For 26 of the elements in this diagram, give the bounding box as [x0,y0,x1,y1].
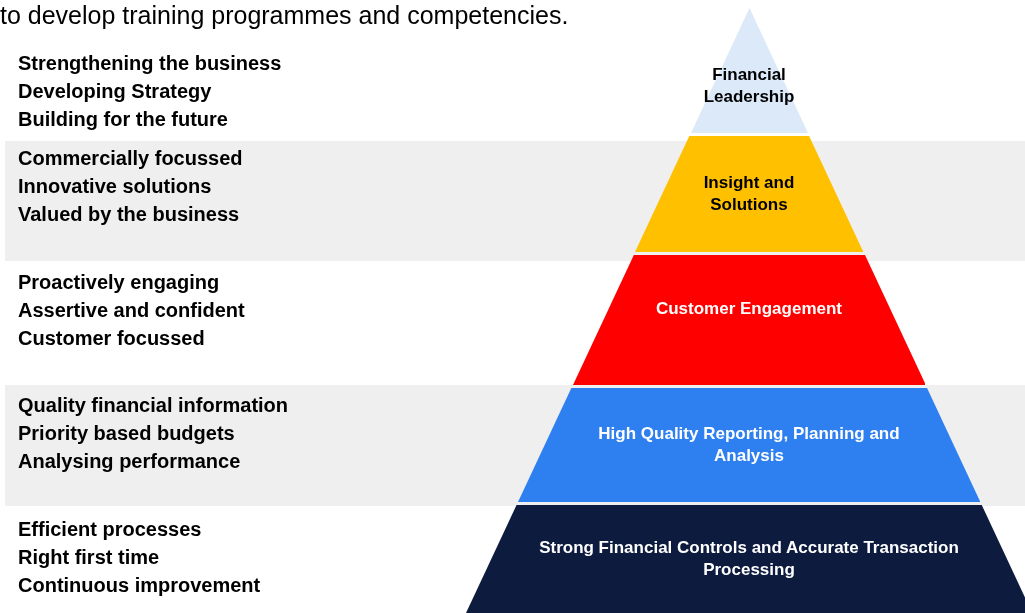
description-text: Customer focussed [18,326,205,351]
layer-title: Insight and Solutions [702,172,796,216]
layer-title: Customer Engagement [654,298,844,320]
description-text: Efficient processes [18,517,202,542]
description-text: Innovative solutions [18,174,212,199]
layer-title: Strong Financial Controls and Accurate Transaction Processing [538,537,960,581]
description-text: Developing Strategy [18,79,212,104]
description-text: Valued by the business [18,202,240,227]
layer-title: Financial Leadership [702,63,796,108]
description-text: Quality financial information [18,393,289,418]
layer-title: High Quality Reporting, Planning and Analysis [597,423,901,467]
pyramid-top-triangle [690,8,808,133]
description-text: Proactively engaging [18,270,220,295]
description-text: Assertive and confident [18,298,245,323]
description-text: Strengthening the business [18,51,282,76]
description-text: Priority based budgets [18,421,235,446]
pyramid-layer [465,505,1025,613]
description-text: Commercially focussed [18,146,243,171]
pyramid-layer [517,388,981,502]
heading-text: to develop training programmes and competencies. [0,0,569,30]
description-text: Right first time [18,545,160,570]
description-text: Building for the future [18,107,228,132]
pyramid-layer [634,136,864,252]
description-text: Analysing performance [18,449,241,474]
description-text: Continuous improvement [18,573,261,598]
pyramid-layer [572,255,926,385]
